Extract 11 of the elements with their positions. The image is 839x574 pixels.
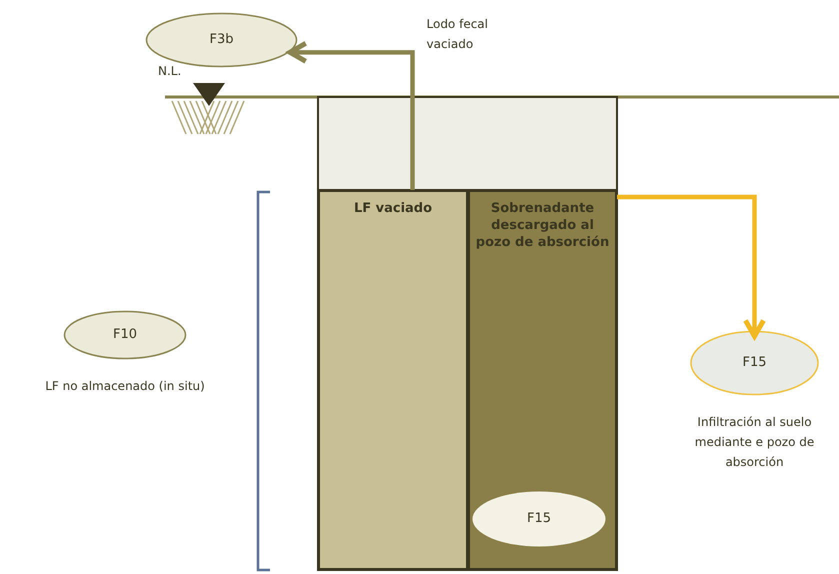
node-label: Sobrenadante descargado al pozo de absorción [474, 200, 610, 251]
caption-text: Infiltración al suelo mediante e pozo de absorción [694, 414, 816, 471]
node-label: F10 [112, 326, 138, 343]
arrow [287, 40, 415, 190]
node-label: F15 [741, 354, 768, 371]
arrow [617, 194, 766, 339]
level-label: N.L. [158, 64, 182, 78]
node-label: F15 [526, 510, 552, 527]
node-label: LF vaciado [352, 200, 434, 217]
node-label: F3b [208, 31, 234, 48]
caption-text: LF no almacenado (in situ) [44, 378, 206, 395]
